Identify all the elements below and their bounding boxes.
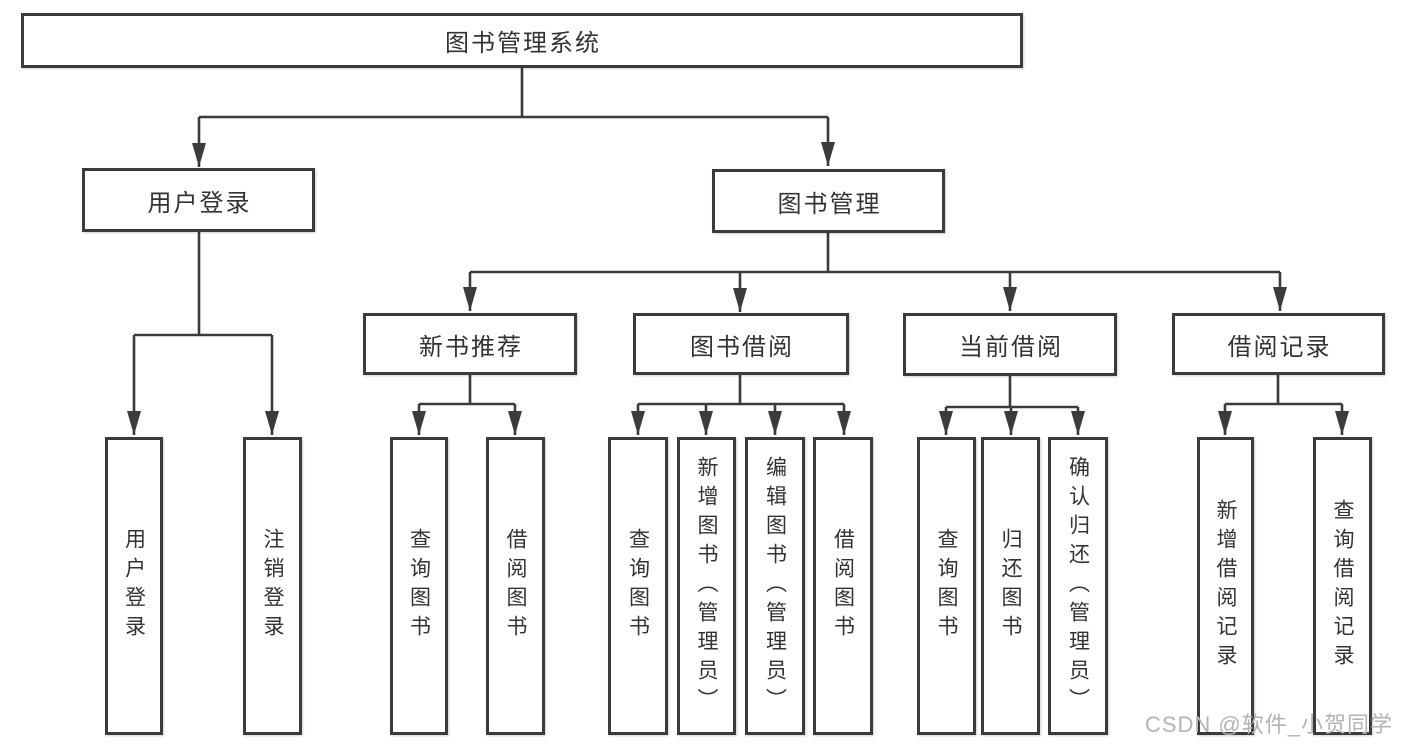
connector-user-login-split: [134, 232, 272, 337]
node-book-borrowing-label: 图书借阅: [690, 333, 794, 361]
node-leaf-br-query-record-label: 查询借阅记录: [1331, 499, 1354, 673]
node-borrowing-records: 借阅记录: [1172, 313, 1385, 375]
node-borrowing-records-label: 借阅记录: [1227, 333, 1332, 361]
node-leaf-logout-login-label: 注销登录: [261, 528, 284, 644]
node-new-book-recommend: 新书推荐: [363, 313, 577, 375]
connector-new-book-split: [419, 375, 515, 406]
connector-book-management-split: [470, 233, 1280, 274]
node-leaf-cb-query-book: 查询图书: [917, 437, 976, 735]
connectors: [127, 68, 1349, 435]
node-book-management: 图书管理: [712, 169, 945, 233]
node-leaf-bb-add-book: 新增图书（管理员）: [677, 437, 736, 735]
node-leaf-user-login: 用户登录: [105, 437, 163, 735]
node-library-management-system-label: 图书管理系统: [445, 30, 601, 57]
node-leaf-cb-return-book: 归还图书: [981, 437, 1040, 735]
node-leaf-nbr-query-book: 查询图书: [390, 437, 448, 735]
node-leaf-br-add-record-label: 新增借阅记录: [1214, 499, 1237, 673]
node-leaf-bb-borrow-book: 借阅图书: [813, 437, 873, 735]
node-leaf-cb-query-book-label: 查询图书: [935, 528, 958, 644]
node-current-borrowing: 当前借阅: [903, 313, 1117, 376]
node-leaf-bb-edit-book-label: 编辑图书（管理员）: [763, 455, 787, 717]
node-leaf-nbr-borrow-book: 借阅图书: [486, 437, 545, 735]
node-leaf-bb-query-book: 查询图书: [608, 437, 668, 735]
connector-current-borrowing-split: [946, 376, 1078, 409]
connector-root-trunk: [199, 68, 828, 119]
node-leaf-cb-return-book-label: 归还图书: [999, 528, 1022, 644]
node-leaf-nbr-query-book-label: 查询图书: [407, 528, 431, 644]
node-leaf-logout-login: 注销登录: [243, 437, 302, 735]
node-current-borrowing-label: 当前借阅: [959, 334, 1063, 361]
node-leaf-nbr-borrow-book-label: 借阅图书: [504, 528, 527, 644]
node-book-borrowing: 图书借阅: [633, 313, 849, 375]
node-leaf-cb-confirm-return: 确认归还（管理员）: [1048, 437, 1108, 735]
node-book-management-label: 图书管理: [777, 190, 882, 218]
node-user-login-label: 用户登录: [147, 189, 252, 217]
connector-borrowing-records-split: [1225, 375, 1342, 406]
node-user-login: 用户登录: [82, 168, 315, 232]
node-leaf-bb-edit-book: 编辑图书（管理员）: [745, 437, 805, 735]
node-leaf-br-add-record: 新增借阅记录: [1197, 437, 1254, 735]
node-library-management-system: 图书管理系统: [21, 13, 1023, 68]
node-leaf-bb-borrow-book-label: 借阅图书: [831, 528, 855, 644]
node-leaf-br-query-record: 查询借阅记录: [1313, 437, 1372, 735]
node-leaf-user-login-label: 用户登录: [122, 528, 146, 644]
node-leaf-bb-query-book-label: 查询图书: [626, 528, 650, 644]
node-leaf-cb-confirm-return-label: 确认归还（管理员）: [1066, 455, 1090, 717]
watermark-text: CSDN @软件_小贺同学: [1144, 712, 1393, 737]
node-new-book-recommend-label: 新书推荐: [419, 333, 523, 361]
connector-book-borrowing-split: [638, 375, 844, 406]
node-leaf-bb-add-book-label: 新增图书（管理员）: [695, 455, 718, 717]
